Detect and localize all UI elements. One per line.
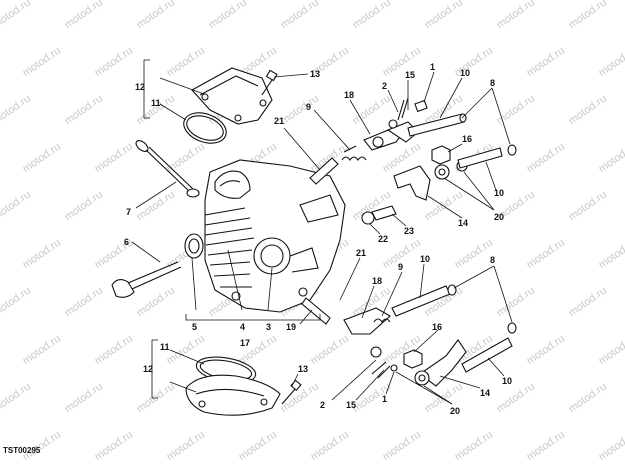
- rocker-arm-lower: [343, 307, 391, 335]
- callout-14-upper: 14: [458, 218, 468, 228]
- callout-11-upper: 11: [151, 98, 161, 108]
- callout-20-upper: 20: [494, 212, 504, 222]
- callout-2-lower: 2: [320, 400, 325, 410]
- rocker-shaft-lower-right: [461, 337, 513, 373]
- callout-16-upper: 16: [462, 134, 472, 144]
- callout-13-upper: 13: [310, 69, 320, 79]
- callout-10-mid: 10: [494, 188, 504, 198]
- callout-21-upper: 21: [274, 116, 284, 126]
- callout-13-lower: 13: [298, 364, 308, 374]
- cylinder-head-body: [204, 159, 346, 313]
- cap-lower-a: [447, 284, 457, 296]
- callout-14-lower: 14: [480, 388, 490, 398]
- pin-lower: [301, 297, 331, 325]
- rocker-lower-right: [414, 339, 467, 387]
- callout-11-lower: 11: [160, 342, 170, 352]
- callout-18-upper: 18: [344, 90, 354, 100]
- callout-9-upper: 9: [306, 102, 311, 112]
- nut-upper: [431, 145, 451, 165]
- callout-23: 23: [404, 226, 414, 236]
- callout-1-upper: 1: [430, 62, 435, 72]
- o-ring-upper: [183, 112, 227, 144]
- valve-intake: [111, 261, 182, 298]
- rocker-lower-left: [393, 160, 468, 201]
- callout-2-upper: 2: [382, 81, 387, 91]
- small-parts-lower: [370, 346, 398, 379]
- rocker-shaft-upper: [407, 113, 467, 137]
- cap-lower-b: [507, 322, 517, 334]
- leader-lines: [131, 71, 513, 405]
- nut-lower: [403, 349, 423, 369]
- callout-labels: 12 11 13 7 6 5 4 3 19 17 21 9 18 2 15 1 …: [124, 62, 512, 416]
- callout-20-lower: 20: [450, 406, 460, 416]
- valve-exhaust: [135, 140, 200, 198]
- head-cover-lower: [185, 374, 281, 416]
- callout-12-lower: 12: [143, 364, 153, 374]
- spring-upper: [341, 145, 367, 161]
- callout-12-upper: 12: [135, 82, 145, 92]
- callout-9-lower: 9: [398, 262, 403, 272]
- head-cover-upper: [191, 67, 273, 125]
- callout-1-lower: 1: [382, 394, 387, 404]
- callout-4: 4: [240, 322, 245, 332]
- callout-22: 22: [378, 234, 388, 244]
- callout-17: 17: [240, 338, 250, 348]
- valve-seal: [184, 233, 204, 259]
- bolt-adjuster: [361, 205, 397, 225]
- callout-8-lower: 8: [490, 255, 495, 265]
- screw-upper: [261, 69, 278, 96]
- callout-5: 5: [192, 322, 197, 332]
- small-parts-upper: [388, 97, 428, 129]
- reference-code: TST00295: [3, 446, 41, 455]
- callout-18-lower: 18: [372, 276, 382, 286]
- pin-upper: [309, 157, 339, 185]
- callout-7: 7: [126, 207, 131, 217]
- callout-21-lower: 21: [356, 248, 366, 258]
- callout-10-upper: 10: [460, 68, 470, 78]
- callout-8-upper: 8: [490, 78, 495, 88]
- callout-16-lower: 16: [432, 322, 442, 332]
- callout-19: 19: [286, 322, 296, 332]
- callout-10-lower-right: 10: [502, 376, 512, 386]
- callout-15-upper: 15: [405, 70, 415, 80]
- callout-10-lower: 10: [420, 254, 430, 264]
- callout-6: 6: [124, 237, 129, 247]
- screw-lower: [281, 379, 302, 405]
- callout-3: 3: [266, 322, 271, 332]
- callout-15-lower: 15: [346, 400, 356, 410]
- cap-upper: [507, 144, 517, 156]
- rocker-shaft-mid: [457, 147, 503, 169]
